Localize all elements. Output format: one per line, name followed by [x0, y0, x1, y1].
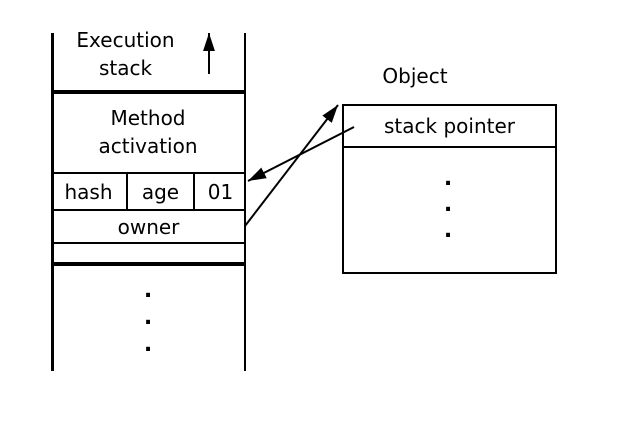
activation-header-row: hash age 01	[51, 172, 246, 211]
object-ellipsis: . . .	[428, 166, 468, 244]
stack-pointer-field-label: stack pointer	[384, 113, 515, 138]
object-ellipsis-dot: .	[443, 192, 453, 217]
owner-field-label: owner	[117, 214, 180, 239]
object-box: stack pointer	[342, 104, 557, 274]
stack-pointer-arrow-icon	[247, 126, 355, 182]
stack-pointer-field: stack pointer	[344, 106, 555, 148]
execution-stack-title: Execution stack	[76, 28, 175, 80]
object-ellipsis-dot: .	[443, 218, 453, 243]
tag-bits-field: 01	[207, 179, 234, 204]
stack-bottom-frame-separator	[51, 262, 246, 266]
method-activation-label: Method activation	[98, 106, 198, 158]
stack-left-wall	[51, 33, 54, 371]
owner-pointer-arrow-icon	[244, 104, 339, 227]
stack-ellipsis-dot: .	[143, 332, 153, 357]
object-title: Object	[382, 64, 448, 88]
stack-ellipsis-dot: .	[143, 305, 153, 330]
owner-field: owner	[51, 211, 246, 244]
hash-field: hash	[51, 174, 128, 209]
age-field: age	[128, 174, 195, 209]
stack-top-frame-separator	[51, 90, 246, 94]
stack-ellipsis-dot: .	[143, 278, 153, 303]
stack-ellipsis: . . .	[128, 277, 168, 358]
object-ellipsis-dot: .	[443, 166, 453, 191]
